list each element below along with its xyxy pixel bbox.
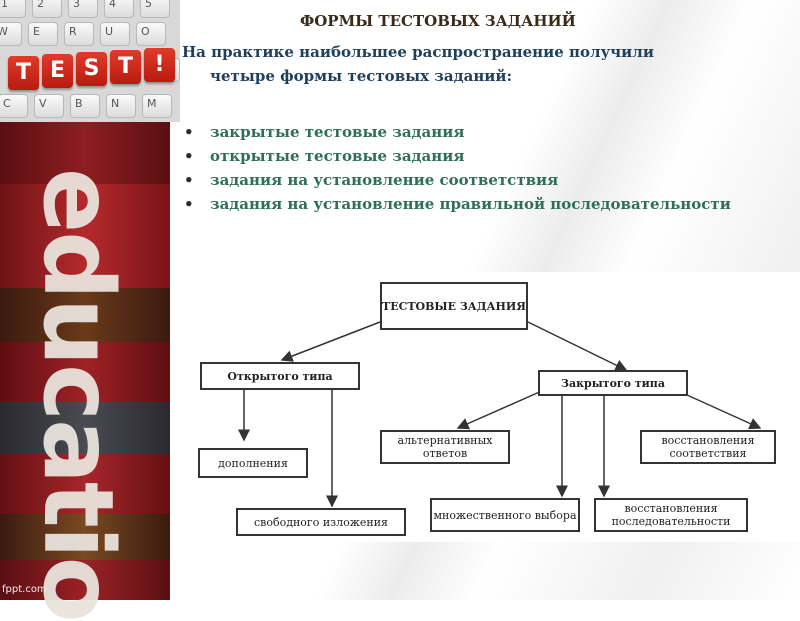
keyboard-key: 1 [0,0,26,18]
keyboard-key: V [34,94,64,118]
keyboard-key: C [0,94,28,118]
keyboard-key: M [142,94,172,118]
footer-credit: fppt.com [2,584,47,595]
keyboard-key: O [136,22,166,46]
test-key: E [42,54,73,88]
keyboard-key: R [64,22,94,46]
book-spine [0,560,170,600]
book-spine [0,454,170,514]
keyboard-key: 2 [32,0,62,18]
keyboard-key: N [106,94,136,118]
node-closed-type: Закрытого типа [538,370,688,396]
slide-title: ФОРМЫ ТЕСТОВЫХ ЗАДАНИЙ [300,12,576,30]
bullet-item: •задания на установление правильной посл… [182,192,742,216]
book-spine [0,184,170,288]
keyboard-key: 4 [104,0,134,18]
node-multiple-choice: множественного выбора [430,498,580,532]
node-root: ТЕСТОВЫЕ ЗАДАНИЯ [380,282,528,330]
test-key: ! [144,48,175,82]
keyboard-key: E [28,22,58,46]
node-sequence: восстановления последовательности [594,498,748,532]
test-key: T [8,56,39,90]
keyboard-image: 1 2 3 4 5 W E R U O J C V B N M T E S T … [0,0,180,122]
bullet-dot-icon: • [184,171,194,189]
node-open-type: Открытого типа [200,362,360,390]
test-key: T [110,50,141,84]
keyboard-key: 3 [68,0,98,18]
book-spine [0,342,170,402]
bullet-list: •закрытые тестовые задания •открытые тес… [182,120,742,216]
book-spine [0,514,170,560]
node-alternative: альтернативных ответов [380,430,510,464]
bullet-item: •открытые тестовые задания [182,144,742,168]
connector-root-open [280,321,381,362]
test-forms-diagram: ТЕСТОВЫЕ ЗАДАНИЯ Открытого типа Закрытог… [184,272,800,542]
intro-line: четыре формы тестовых заданий: [210,67,513,85]
books-image [0,122,170,600]
book-spine [0,402,170,454]
keyboard-key: W [0,22,22,46]
book-spine [0,122,170,184]
diagram-connectors [238,321,762,508]
bullet-dot-icon: • [184,147,194,165]
book-spine [0,288,170,342]
bullet-dot-icon: • [184,195,194,213]
intro-line: На практике наибольшее распространение п… [182,43,654,61]
keyboard-key: 5 [140,0,170,18]
connector-closed-alternative [456,389,545,430]
connector-root-closed [527,321,628,371]
bullet-item: •закрытые тестовые задания [182,120,742,144]
keyboard-key: U [100,22,130,46]
bullet-item: •задания на установление соответствия [182,168,742,192]
connector-closed-matching [675,389,762,430]
node-matching: восстановления соответствия [640,430,776,464]
bullet-dot-icon: • [184,123,194,141]
test-key: S [76,52,107,86]
intro-text: На практике наибольшее распространение п… [182,40,742,88]
node-addition: дополнения [198,448,308,478]
keyboard-key: B [70,94,100,118]
node-free-statement: свободного изложения [236,508,406,536]
education-overlay-text: educatio [22,168,134,621]
